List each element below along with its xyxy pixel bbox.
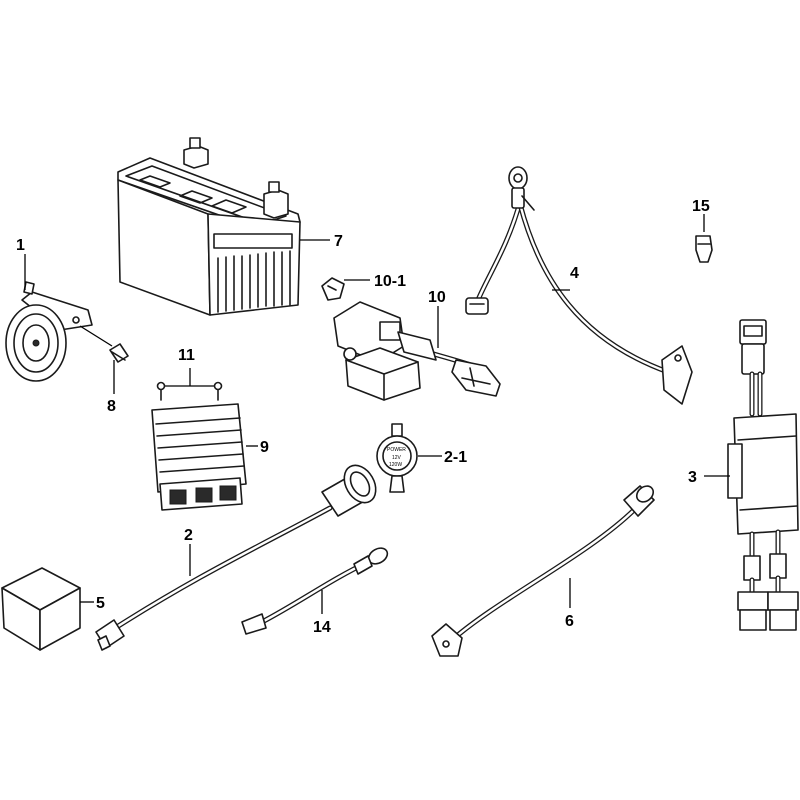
relay-fuse-box	[333, 301, 501, 401]
callout-14: 14	[313, 619, 331, 636]
callout-15: 15	[692, 198, 710, 215]
battery-cable	[431, 485, 655, 657]
small-connector	[695, 235, 713, 263]
callout-2-1: 2-1	[444, 449, 467, 466]
battery-lead	[465, 166, 693, 405]
control-module	[1, 567, 81, 651]
socket-harness	[95, 464, 377, 651]
battery	[117, 137, 301, 316]
socket-text-voltage: 12V	[392, 455, 402, 461]
regulator-screws	[156, 368, 223, 401]
callout-7: 7	[334, 233, 343, 250]
callout-8: 8	[107, 398, 116, 415]
horn	[5, 281, 93, 382]
socket-text-watts: 120W	[389, 462, 402, 468]
callout-2: 2	[184, 527, 193, 544]
power-socket: POWER 12V 120W	[376, 423, 418, 493]
screw	[79, 325, 129, 363]
voltage-regulator	[151, 403, 247, 511]
callout-10-1: 10-1	[374, 273, 406, 290]
callout-9: 9	[260, 439, 269, 456]
callout-11: 11	[178, 347, 195, 364]
callout-4: 4	[570, 265, 579, 282]
connector-harness	[727, 319, 799, 631]
callout-1: 1	[16, 237, 25, 254]
callout-5: 5	[96, 595, 105, 612]
callout-10: 10	[428, 289, 446, 306]
socket-text-power: POWER	[387, 447, 406, 453]
small-harness	[241, 547, 389, 635]
callout-6: 6	[565, 613, 574, 630]
fuse	[321, 277, 345, 301]
callout-3: 3	[688, 469, 697, 486]
